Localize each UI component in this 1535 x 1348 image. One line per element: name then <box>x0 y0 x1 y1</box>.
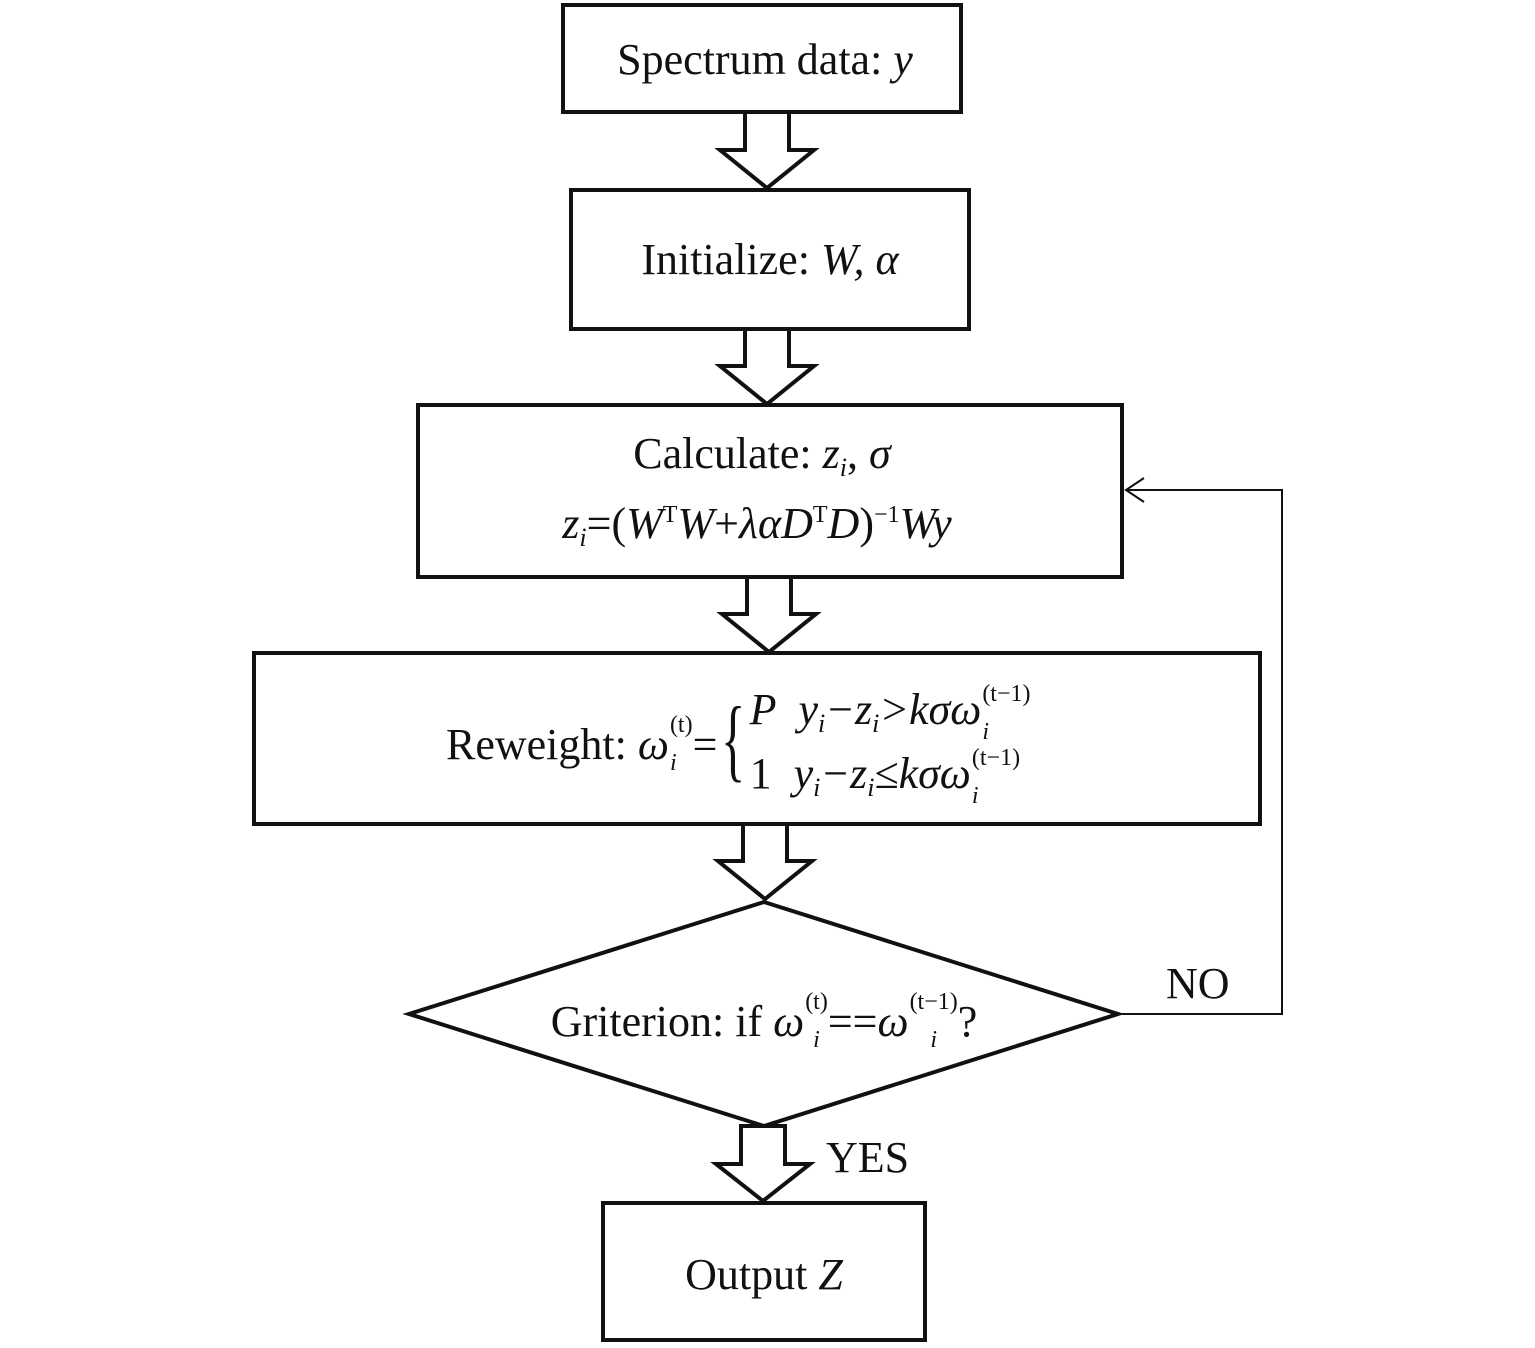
down-arrow-1 <box>714 110 820 191</box>
init-box <box>569 188 971 331</box>
down-arrow-3 <box>716 575 822 655</box>
start-box <box>561 3 963 114</box>
init-label: Initialize: W, α <box>641 235 899 284</box>
calc-box <box>416 403 1124 579</box>
start-label: Spectrum data: y <box>617 35 913 84</box>
criterion-label: Griterion: if ω(t)i==ω(t−1)i? <box>550 988 978 1053</box>
reweight-cases: P yi−zi>kσω(t−1)i 1 yi−zi≤kσω(t−1)i <box>749 680 1031 809</box>
yes-edge-label: YES <box>826 1133 910 1182</box>
cases-brace: { <box>721 687 746 790</box>
output-box <box>601 1201 927 1342</box>
output-label: Output Z <box>685 1250 843 1299</box>
no-loop-arrowhead <box>1124 477 1145 503</box>
no-edge-label: NO <box>1166 959 1230 1008</box>
reweight-case-2: 1 yi−zi≤kσω(t−1)i <box>749 744 1021 809</box>
calc-formula: zi=(WTW+λαDTD)−1Wy <box>562 499 952 552</box>
reweight-case-1: P yi−zi>kσω(t−1)i <box>749 680 1031 745</box>
reweight-box <box>252 651 1262 826</box>
down-arrow-2 <box>714 327 820 407</box>
no-loop-line <box>1118 489 1283 1015</box>
calc-label-line1: Calculate: zi, σ <box>633 429 891 482</box>
down-arrow-5 <box>710 1124 816 1204</box>
reweight-label: Reweight: ω(t)i={ P yi−zi>kσω(t−1)i 1 yi… <box>446 680 1031 809</box>
down-arrow-4 <box>712 822 818 902</box>
